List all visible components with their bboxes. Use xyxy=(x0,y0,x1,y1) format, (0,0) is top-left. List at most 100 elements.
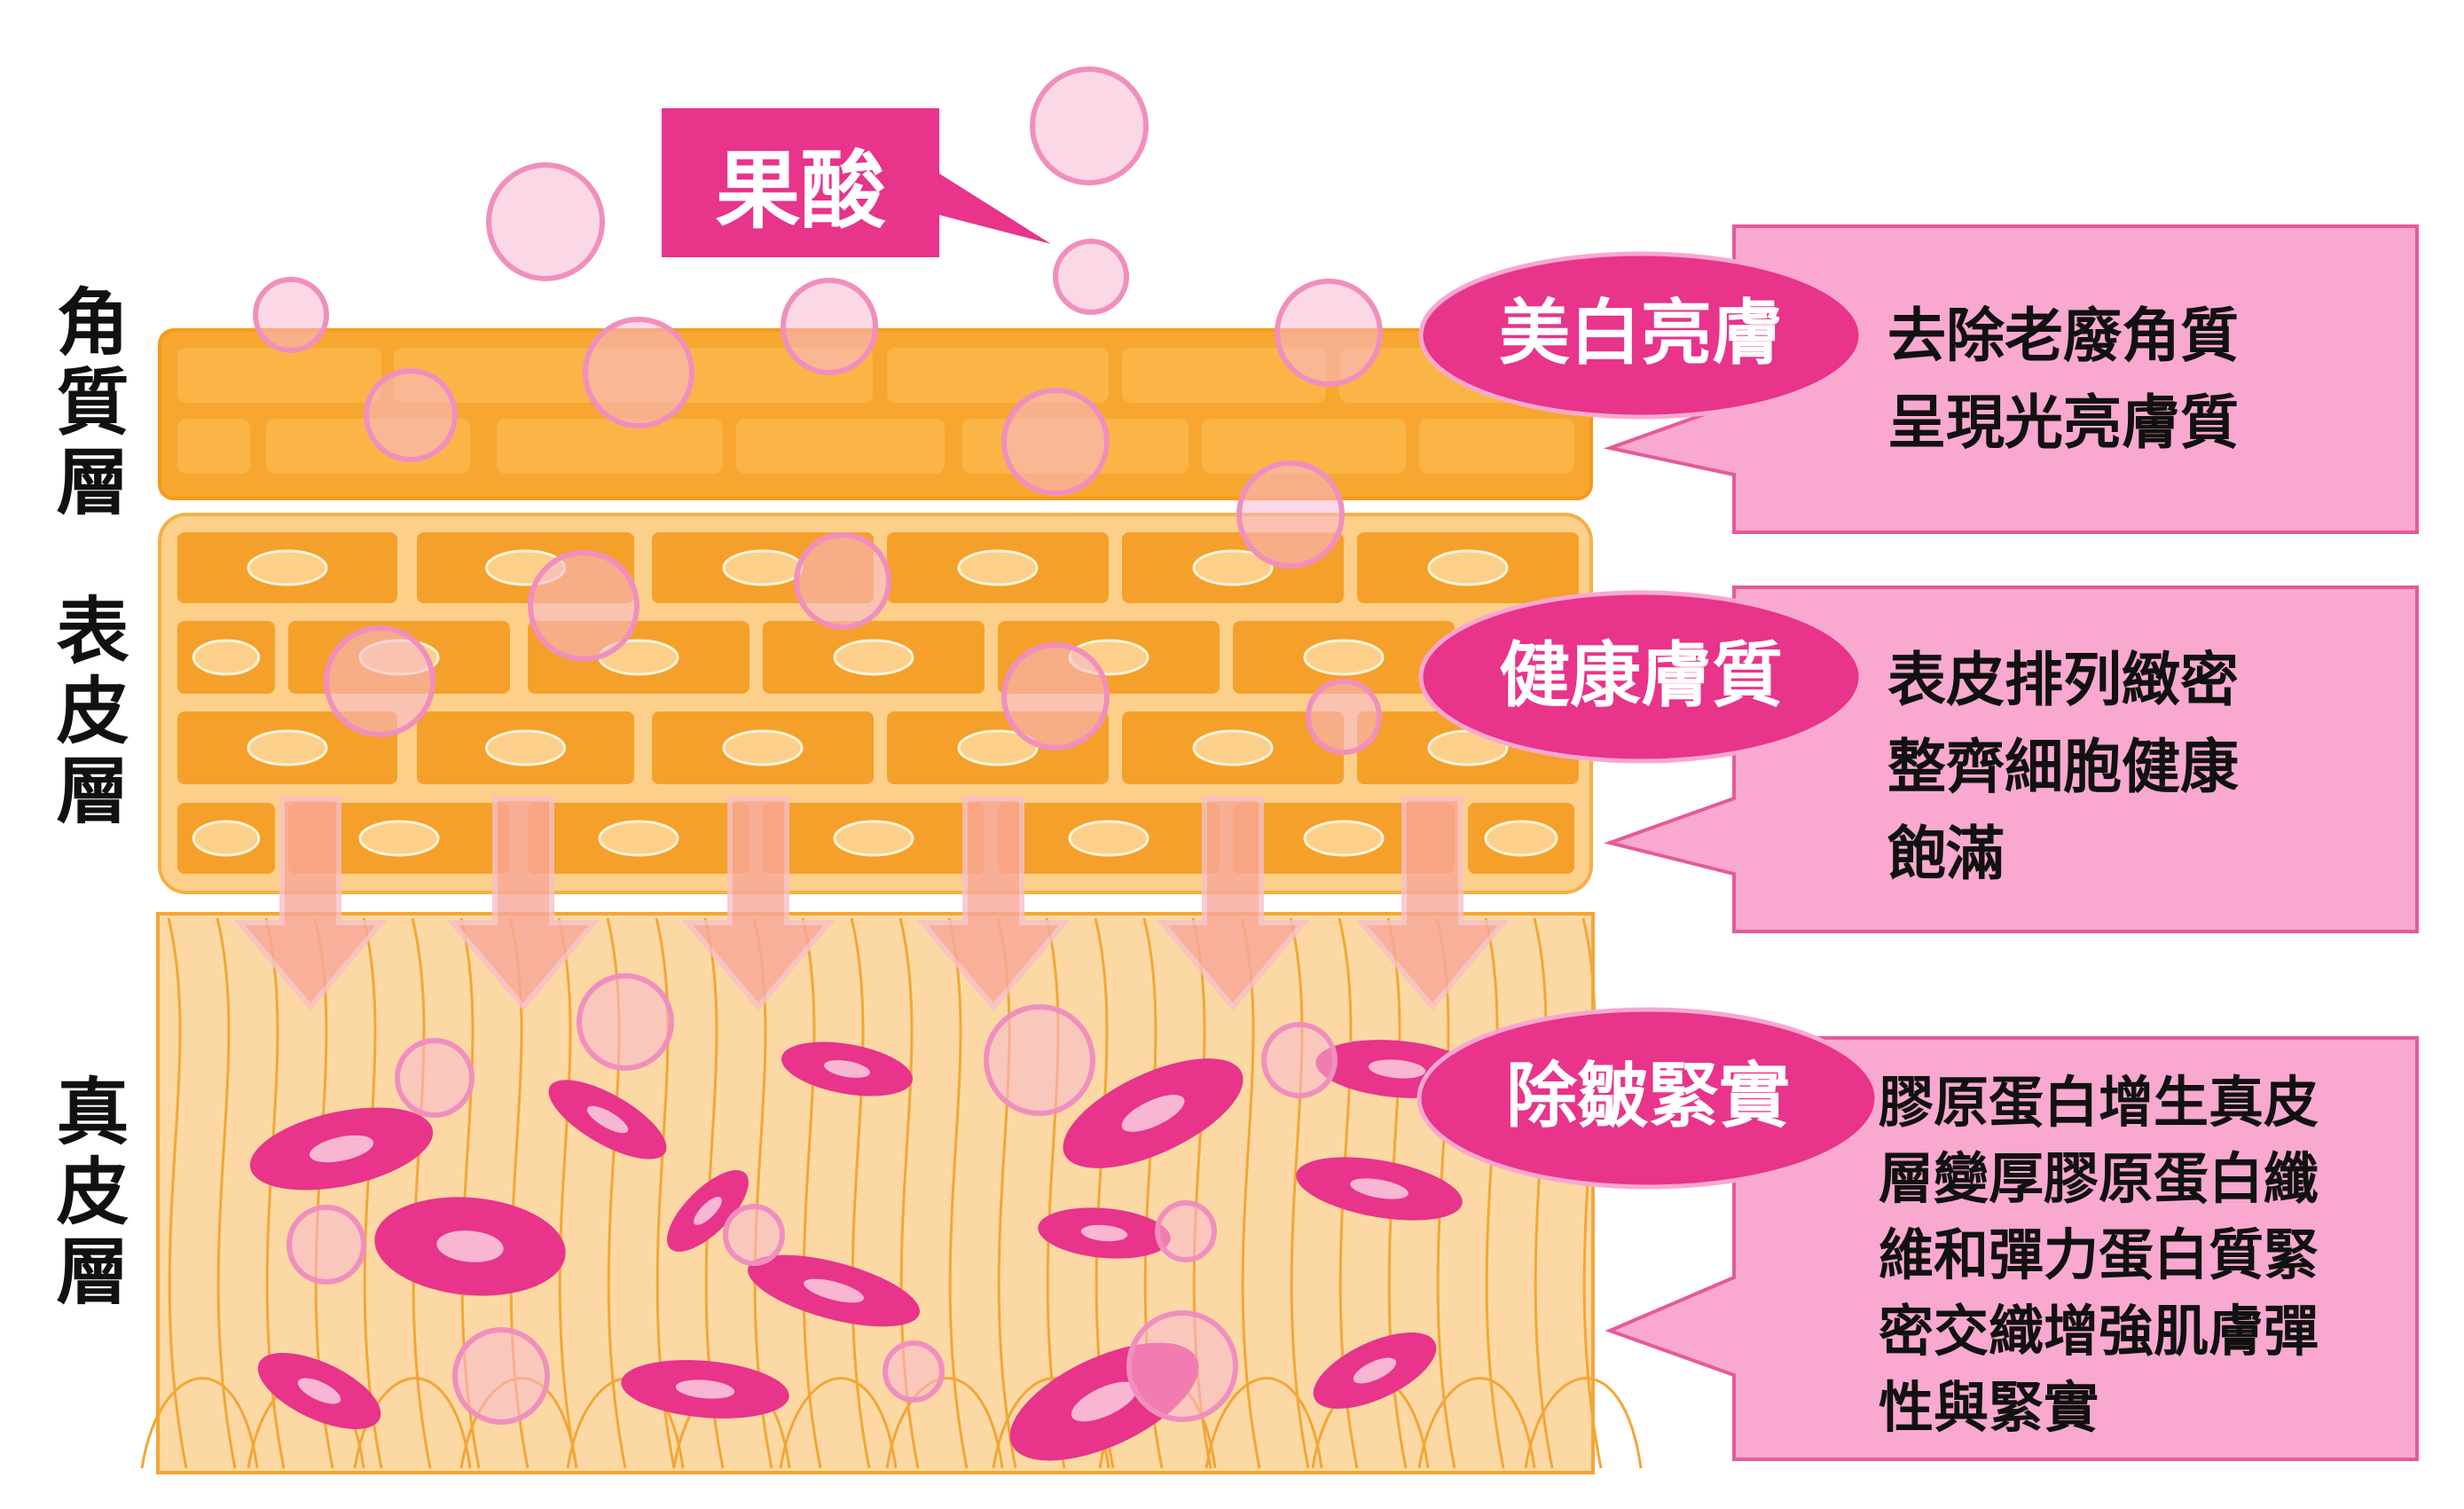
epidermis-nucleus xyxy=(1303,639,1385,676)
epidermis-nucleus xyxy=(358,820,440,857)
down-arrow xyxy=(1156,796,1310,1011)
fibroblast-cell xyxy=(1296,1157,1463,1221)
dermis-fiber xyxy=(557,917,578,1469)
cell-nucleus xyxy=(1353,1357,1397,1384)
epidermis-nucleus xyxy=(247,729,328,766)
cell-nucleus xyxy=(1121,1095,1185,1132)
acid-bubble xyxy=(1001,388,1110,496)
fibroblast-cell xyxy=(374,1197,566,1296)
epidermis-nucleus xyxy=(833,820,914,857)
down-arrow xyxy=(681,796,836,1011)
epidermis-nucleus xyxy=(957,729,1039,766)
acid-bubble xyxy=(1030,67,1149,185)
benefit-description-1: 去除老廢角質 呈現光亮膚質 xyxy=(1887,302,2239,457)
epidermis-nucleus xyxy=(1192,729,1274,766)
cell-nucleus xyxy=(675,1379,735,1399)
cell-nucleus xyxy=(1350,1178,1409,1199)
acid-bubble xyxy=(528,550,640,662)
acid-bubble xyxy=(1236,460,1345,569)
cell-nucleus xyxy=(309,1135,374,1163)
acid-bubble xyxy=(395,1038,475,1118)
epidermis-nucleus xyxy=(192,820,261,857)
dermis-fiber xyxy=(1045,917,1066,1469)
acid-bubble xyxy=(364,368,458,462)
callout-3 xyxy=(1416,1007,2419,1461)
corneum-cell xyxy=(177,348,381,403)
down-arrow xyxy=(446,796,600,1011)
fibroblast-cell xyxy=(1038,1207,1171,1259)
dermis-fiber-arc xyxy=(1524,1377,1643,1469)
fibroblast-cell xyxy=(548,1080,667,1159)
cell-nucleus xyxy=(436,1230,504,1262)
corneum-cell xyxy=(177,419,250,474)
penetration-arrows xyxy=(233,796,1510,1011)
acid-bubble xyxy=(723,1204,785,1266)
cell-nucleus xyxy=(824,1060,870,1078)
dermis-fiber xyxy=(411,917,432,1469)
epidermis-nucleus xyxy=(1303,820,1385,857)
stratum-corneum-label: 角質層 xyxy=(43,284,128,523)
epidermis-nucleus xyxy=(833,639,914,676)
acid-bubble xyxy=(1001,642,1110,751)
fibroblast-cell xyxy=(781,1041,914,1096)
acid-bubble xyxy=(1275,279,1383,387)
cell-nucleus xyxy=(694,1197,722,1225)
acid-bubble xyxy=(577,973,674,1071)
cell-nucleus xyxy=(1368,1059,1426,1079)
acid-bubble xyxy=(1053,239,1129,315)
acid-bubble xyxy=(253,277,329,353)
epidermis-nucleus xyxy=(957,549,1039,586)
acid-bubble xyxy=(1126,1310,1238,1422)
benefit-title-2: 健康膚質 xyxy=(1499,634,1783,717)
corneum-cell xyxy=(736,419,945,474)
benefit-description-2: 表皮排列緻密 整齊細胞健康 飽滿 xyxy=(1887,646,2239,888)
corneum-cell xyxy=(1419,419,1574,474)
cell-nucleus xyxy=(297,1378,341,1404)
fibroblast-cell xyxy=(257,1353,381,1429)
acid-bubble xyxy=(486,162,605,281)
epidermis-nucleus xyxy=(247,549,328,586)
dermis-fiber-arc xyxy=(140,1377,259,1469)
acid-bubble xyxy=(794,532,891,630)
dermis-fiber xyxy=(1289,917,1310,1469)
cell-nucleus xyxy=(1071,1381,1138,1422)
dermis-fiber xyxy=(850,917,871,1469)
dermis-fiber xyxy=(216,917,237,1469)
benefit-title-3: 除皺緊實 xyxy=(1506,1055,1790,1137)
fibroblast-cell xyxy=(1313,1332,1437,1409)
cell-nucleus xyxy=(804,1278,864,1303)
dermis-fiber-arc xyxy=(1417,1377,1536,1469)
down-arrow xyxy=(916,796,1071,1011)
epidermis-nucleus xyxy=(598,820,679,857)
dermis-fiber xyxy=(801,917,822,1469)
acid-tag: 果酸 xyxy=(662,108,939,257)
epidermis-nucleus xyxy=(1192,549,1274,586)
acid-bubble xyxy=(781,278,878,375)
acid-bubble xyxy=(583,317,694,428)
acid-bubble xyxy=(1261,1022,1338,1098)
down-arrow xyxy=(1355,796,1510,1011)
fibroblast-cell xyxy=(1063,1058,1244,1168)
benefit-title-1: 美白亮膚 xyxy=(1499,292,1783,374)
dermis-fiber-arc xyxy=(885,1377,1004,1469)
acid-bubble xyxy=(1155,1200,1217,1262)
acid-bubble xyxy=(984,1004,1095,1116)
dermis-label: 真皮層 xyxy=(43,1073,128,1313)
dermis-fiber xyxy=(167,917,188,1469)
cell-nucleus xyxy=(586,1105,629,1134)
corneum-cell xyxy=(497,419,723,474)
corneum-cell xyxy=(1202,419,1406,474)
epidermis-nucleus xyxy=(1427,549,1509,586)
acid-tag-pointer xyxy=(931,169,1051,244)
acid-bubble xyxy=(324,625,436,737)
fibroblast-cell xyxy=(249,1107,434,1191)
dermis-fiber-arc xyxy=(779,1377,898,1469)
dermis-fiber xyxy=(947,917,969,1469)
epidermis-label: 表皮層 xyxy=(43,593,128,832)
acid-bubble xyxy=(1306,679,1382,755)
fibroblast-cell xyxy=(748,1254,920,1327)
epidermis-nucleus xyxy=(485,729,566,766)
benefit-description-3: 膠原蛋白增生真皮 層變厚膠原蛋白纖 維和彈力蛋白質緊 密交織增強肌膚彈 性與緊實 xyxy=(1879,1070,2319,1440)
corneum-cell xyxy=(1122,348,1326,403)
